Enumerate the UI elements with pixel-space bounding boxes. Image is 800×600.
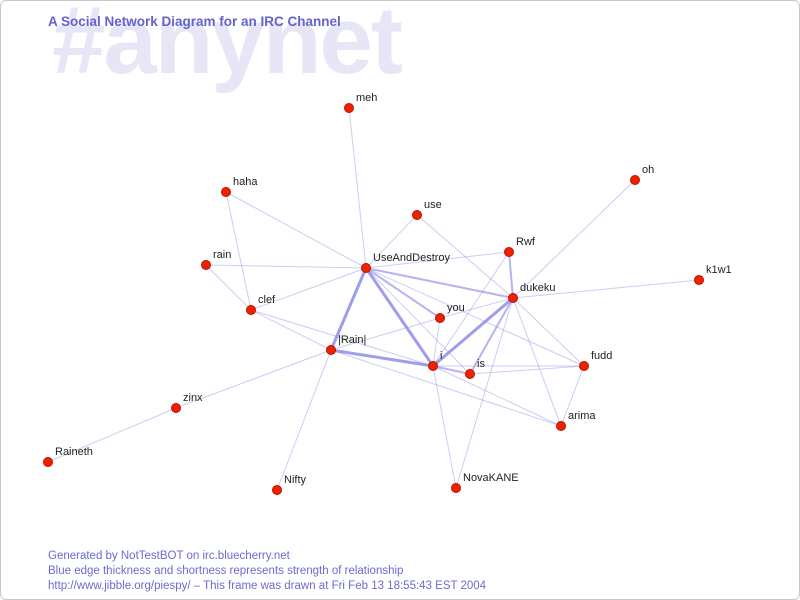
node-UseAndDestroy: [361, 263, 371, 273]
edge-is-fudd: [469, 365, 585, 375]
edge-i-NovaKANE: [432, 365, 457, 489]
node-haha: [221, 187, 231, 197]
edge-rain-UseAndDestroy: [205, 264, 367, 269]
node-clef: [246, 305, 256, 315]
edge-i-arima: [432, 365, 562, 427]
footer-legend-note: Blue edge thickness and shortness repres…: [48, 565, 404, 577]
edge-fudd-arima: [560, 365, 585, 427]
node-label-use: use: [424, 199, 442, 211]
node-label-rain: rain: [213, 249, 231, 261]
edge-UseAndDestroy-you: [365, 267, 441, 319]
edge-meh-UseAndDestroy: [348, 107, 367, 269]
edge-clef-i: [250, 309, 434, 367]
channel-watermark: #anynet: [52, 0, 403, 94]
node-NovaKANE: [451, 483, 461, 493]
node-label-zinx: zinx: [183, 392, 203, 404]
node-label-you: you: [447, 302, 465, 314]
edge-zinx-Raineth: [47, 407, 177, 463]
node-label-k1w1: k1w1: [706, 264, 732, 276]
edge-dukeku-arima: [512, 297, 562, 427]
node-meh: [344, 103, 354, 113]
node-Nifty: [272, 485, 282, 495]
node-zinx: [171, 403, 181, 413]
node-fudd: [579, 361, 589, 371]
node-label-NovaKANE: NovaKANE: [463, 472, 519, 484]
node-rain: [201, 260, 211, 270]
edge-UseAndDestroy-dukeku: [365, 267, 514, 299]
node-i: [428, 361, 438, 371]
node-label-meh: meh: [356, 92, 377, 104]
edge-Rain-zinx: [175, 349, 332, 409]
node-label-Raineth: Raineth: [55, 446, 93, 458]
edge-clef-UseAndDestroy: [250, 267, 367, 311]
edge-k1w1-dukeku: [512, 279, 700, 299]
edge-you-i: [432, 317, 441, 367]
edge-rain-clef: [205, 264, 252, 311]
node-label-Rwf: Rwf: [516, 236, 536, 248]
node-label-is: is: [477, 358, 485, 370]
edge-Rwf-dukeku: [508, 251, 514, 299]
edge-UseAndDestroy-i: [364, 267, 435, 367]
edge-Rain-i: [330, 348, 434, 368]
node-label-fudd: fudd: [591, 350, 612, 362]
edge-UseAndDestroy-Rwf: [365, 251, 510, 269]
edge-dukeku-i: [432, 296, 514, 368]
node-k1w1: [694, 275, 704, 285]
edge-UseAndDestroy-is: [365, 267, 471, 375]
node-label-oh: oh: [642, 164, 654, 176]
node-dukeku: [508, 293, 518, 303]
node-use: [412, 210, 422, 220]
node-label-dukeku: dukeku: [520, 282, 555, 294]
node-label-arima: arima: [568, 410, 596, 422]
edge-use-UseAndDestroy: [365, 214, 418, 269]
edge-UseAndDestroy-fudd: [365, 267, 585, 367]
node-Raineth: [43, 457, 53, 467]
edge-oh-dukeku: [512, 179, 636, 299]
node-label-i: i: [440, 350, 442, 362]
edge-use-dukeku: [416, 214, 514, 299]
footer-url-timestamp: http://www.jibble.org/piespy/ – This fra…: [48, 580, 487, 592]
edge-dukeku-NovaKANE: [455, 297, 514, 489]
edge-dukeku-you: [439, 297, 514, 319]
diagram-title: A Social Network Diagram for an IRC Chan…: [48, 14, 341, 29]
edge-haha-clef: [225, 191, 252, 311]
node-arima: [556, 421, 566, 431]
edge-Rain-Nifty: [276, 349, 332, 491]
edge-UseAndDestroy-Rain: [329, 267, 368, 351]
node-Rwf: [504, 247, 514, 257]
node-label-clef: clef: [258, 294, 276, 306]
node-oh: [630, 175, 640, 185]
footer: Generated by NotTestBOT on irc.bluecherr…: [48, 549, 486, 594]
edge-Rwf-i: [432, 251, 510, 367]
node-you: [435, 313, 445, 323]
footer-generated-by: Generated by NotTestBOT on irc.bluecherr…: [48, 550, 290, 562]
node-label-Nifty: Nifty: [284, 474, 307, 486]
node-Rain: [326, 345, 336, 355]
edge-clef-Rain: [250, 309, 332, 351]
node-label-haha: haha: [233, 176, 258, 188]
node-label-Rain: |Rain|: [338, 334, 366, 346]
edge-haha-UseAndDestroy: [225, 191, 367, 269]
node-label-UseAndDestroy: UseAndDestroy: [373, 252, 451, 264]
edge-you-Rain: [330, 317, 441, 351]
edge-Rain-arima: [330, 349, 562, 427]
node-is: [465, 369, 475, 379]
edge-i-is: [432, 365, 471, 375]
edge-dukeku-fudd: [512, 297, 585, 367]
edge-dukeku-is: [469, 297, 514, 375]
